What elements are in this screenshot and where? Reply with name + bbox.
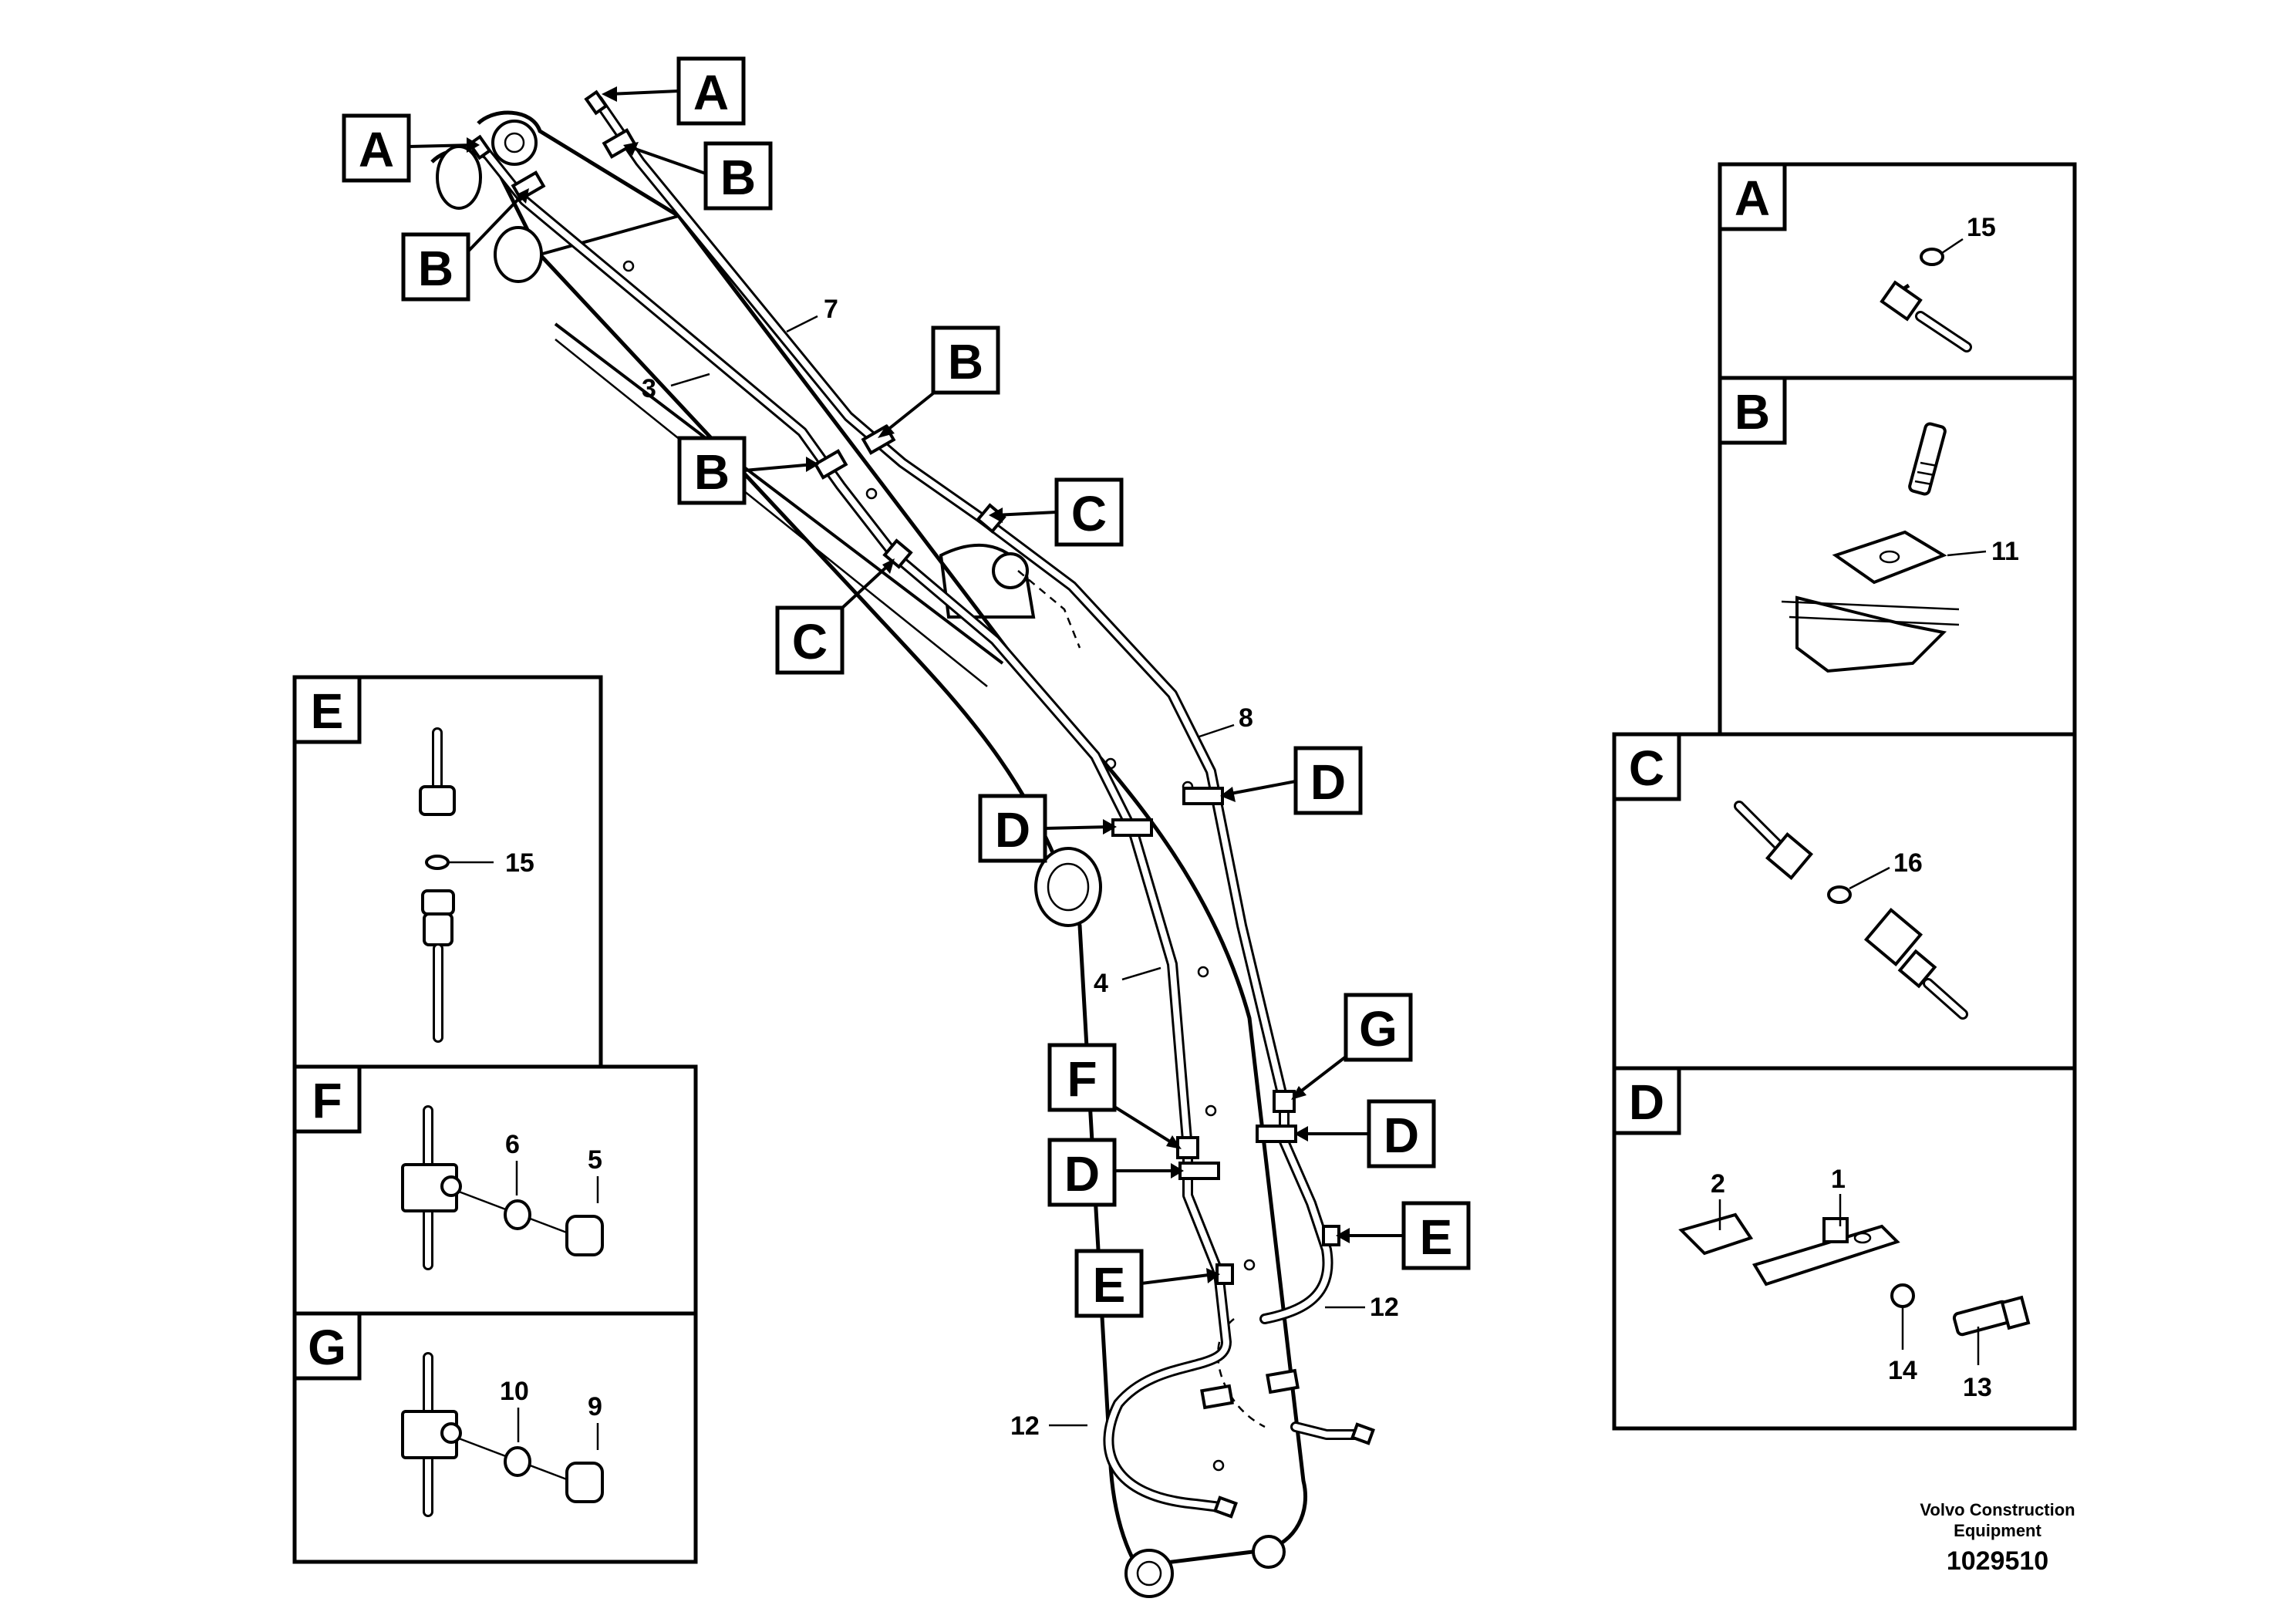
panel-d-label-2: 2 — [1711, 1169, 1725, 1199]
panel-d-label-14: 14 — [1888, 1356, 1917, 1385]
callout-b-top-right: B — [623, 141, 773, 211]
detail-panel-b: B 11 — [1718, 376, 2077, 737]
panel-b-letter: B — [1735, 384, 1770, 440]
item-numbers: 7 3 8 4 12 12 — [642, 295, 1399, 1441]
callout-e-left-label: E — [1093, 1257, 1126, 1313]
callout-d-upper-right: D — [1220, 746, 1363, 815]
callout-e-right-label: E — [1420, 1209, 1453, 1265]
callout-f: F — [1047, 1043, 1182, 1149]
callout-b-top-right-label: B — [720, 150, 756, 205]
item-number-12-left: 12 — [1010, 1411, 1040, 1441]
callout-b-mid-left-label: B — [694, 444, 730, 500]
drawing-number: 1029510 — [1947, 1546, 2048, 1576]
callout-b-mid-right-label: B — [948, 334, 983, 389]
callout-b-top-left: B — [401, 188, 529, 302]
detail-panel-e: E 15 — [292, 675, 603, 1069]
panel-e-label-15: 15 — [505, 848, 534, 878]
item-number-7: 7 — [824, 295, 838, 324]
callout-c-right-label: C — [1071, 486, 1107, 541]
callout-b-top-left-label: B — [418, 241, 453, 296]
panel-g-label-10: 10 — [500, 1377, 529, 1406]
company-name-line2: Equipment — [1954, 1521, 2041, 1540]
callout-d-upper-left-label: D — [995, 802, 1030, 858]
footer-block: Volvo Construction Equipment 1029510 — [1920, 1500, 2075, 1576]
panel-b-label-11: 11 — [1991, 537, 2019, 566]
panel-a-label-15: 15 — [1967, 213, 1996, 242]
detail-panel-c: C 16 — [1612, 732, 2077, 1071]
panel-g-label-9: 9 — [588, 1392, 602, 1421]
item-number-12-right: 12 — [1370, 1293, 1399, 1322]
hydraulic-pipes — [467, 89, 1375, 1519]
panel-f-label-6: 6 — [505, 1130, 520, 1159]
detail-panel-g: G 10 9 — [292, 1311, 698, 1564]
panel-e-letter: E — [311, 683, 344, 739]
panel-g-letter: G — [308, 1320, 346, 1375]
callout-g: G — [1291, 993, 1413, 1100]
callout-d-lower-right-label: D — [1384, 1108, 1419, 1163]
item-number-8: 8 — [1239, 703, 1253, 733]
callout-a-left-label: A — [359, 122, 394, 177]
panel-a-letter: A — [1735, 170, 1770, 226]
detail-panel-a: A 15 — [1718, 162, 2077, 380]
detail-panel-f: F 6 5 — [292, 1064, 698, 1316]
callout-d-lower-left-label: D — [1064, 1146, 1100, 1202]
panel-f-label-5: 5 — [588, 1145, 602, 1175]
callout-d-upper-left: D — [978, 794, 1117, 863]
callout-b-mid-right: B — [878, 325, 1000, 438]
callout-a-left: A — [342, 113, 480, 183]
callout-d-lower-right: D — [1294, 1099, 1436, 1168]
company-name-line1: Volvo Construction — [1920, 1500, 2075, 1519]
callout-b-mid-left: B — [677, 436, 819, 505]
panel-c-label-16: 16 — [1893, 848, 1923, 878]
detail-panel-d: D 2 1 14 13 — [1612, 1066, 2077, 1431]
panel-c-letter: C — [1629, 740, 1664, 796]
item-number-4: 4 — [1094, 969, 1108, 998]
panel-d-label-1: 1 — [1831, 1165, 1846, 1194]
item-number-3: 3 — [642, 374, 656, 403]
callout-e-left: E — [1074, 1249, 1220, 1318]
panel-d-label-13: 13 — [1963, 1373, 1992, 1402]
callout-d-upper-right-label: D — [1310, 754, 1346, 810]
callout-a-top: A — [602, 56, 746, 126]
callout-a-top-label: A — [693, 65, 729, 120]
callout-f-label: F — [1067, 1051, 1097, 1107]
callout-c-left: C — [775, 558, 895, 675]
callout-d-lower-left: D — [1047, 1138, 1184, 1207]
panel-d-letter: D — [1629, 1074, 1664, 1130]
callout-e-right: E — [1336, 1201, 1471, 1270]
panel-f-letter: F — [312, 1073, 342, 1128]
callout-c-left-label: C — [792, 614, 828, 669]
callout-g-label: G — [1359, 1001, 1397, 1057]
callout-c-right: C — [989, 477, 1124, 547]
